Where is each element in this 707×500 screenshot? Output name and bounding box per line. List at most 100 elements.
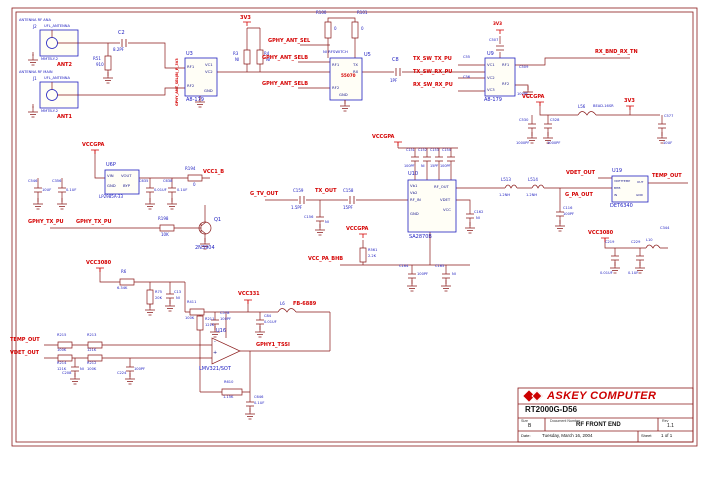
component-ref: C159 — [293, 188, 304, 193]
pin-label: RF1 — [332, 62, 340, 67]
component-value: 1.2NH — [526, 193, 538, 197]
net-label: TX_SW_TX_PU — [413, 56, 452, 62]
component-value: 6.34K — [117, 286, 128, 290]
component-ref: C8 — [392, 57, 399, 63]
net-label: GPHY_ANT_SELB — [262, 81, 309, 87]
component-ref: R75 — [155, 290, 163, 294]
component-ref: R6 — [121, 269, 127, 274]
pa-u10-box — [407, 179, 457, 233]
component-value: 121K — [87, 348, 97, 352]
pin-label: RF_OUT — [434, 184, 449, 189]
component-ref: ANTENNA RF ANA — [19, 18, 51, 22]
component-value: 0 — [193, 182, 196, 187]
component-ref: C646 — [254, 395, 264, 399]
net-label: VDET_OUT — [10, 350, 40, 356]
net-label: VCC3080 — [86, 260, 112, 266]
component-ref: C158 — [343, 188, 354, 193]
component-ref: U5 — [364, 52, 371, 58]
component-ref: Q1 — [214, 217, 222, 223]
component-ref: R101 — [357, 10, 368, 15]
pin-label: VOUT — [121, 173, 132, 178]
component-value: 20K — [155, 296, 162, 300]
component-value: 1000PF — [516, 141, 530, 145]
title-block-frame — [517, 387, 694, 443]
net-label: VCC331 — [238, 291, 260, 297]
component-ref: UFL_ANTENNA — [44, 76, 70, 80]
net-label: ANT1 — [57, 114, 72, 120]
component-ref: C530 — [519, 118, 529, 122]
component-ref: L513 — [501, 177, 511, 182]
component-ref: L514 — [528, 177, 538, 182]
component-value: 100K — [57, 348, 67, 352]
pin-label: GND — [204, 88, 213, 93]
component-ref: R198 — [158, 216, 169, 221]
component-ref: C13 — [174, 290, 182, 294]
component-ref: U10 — [408, 171, 419, 177]
component-ref: C507 — [489, 38, 499, 42]
net-label: GPHY1_TSSI — [256, 342, 290, 348]
component-value: 100PF — [134, 367, 146, 371]
net-label: GPHY_TX_PU — [76, 219, 112, 225]
component-value: A8-179 — [484, 97, 502, 103]
pin-label: RF2 — [502, 81, 510, 86]
net-label: G_TV_OUT — [250, 191, 279, 197]
component-ref: R411 — [187, 300, 197, 304]
component-ref: U3 — [186, 51, 193, 57]
component-value: DET6340 — [610, 203, 633, 209]
component-ref: C635 — [139, 179, 149, 183]
component-value: 121K — [57, 367, 67, 371]
component-value: NI — [421, 164, 425, 168]
component-ref: C165 — [435, 264, 445, 268]
pin-label: RF2 — [187, 83, 195, 88]
component-value: 2N3904 — [195, 245, 215, 251]
component-value: 910 — [96, 62, 104, 67]
component-ref: C224 — [117, 371, 127, 375]
component-ref: R194 — [185, 166, 196, 171]
net-label: 3V3 — [624, 98, 635, 104]
component-value: 8.2PF — [113, 47, 125, 52]
rf-switch-u5-box — [329, 57, 363, 101]
pin-label: BYP — [123, 183, 131, 188]
component-ref: C156 — [304, 215, 314, 219]
pin-label: + — [213, 350, 218, 356]
component-value: 100PF — [440, 164, 451, 168]
component-value: SA2870B — [409, 234, 432, 240]
component-ref: C638 — [163, 179, 173, 183]
component-ref: R561 — [368, 248, 378, 252]
pin-label: RF2 — [332, 85, 340, 90]
component-value: 0 — [361, 26, 364, 31]
pin-label: RX — [353, 69, 359, 74]
component-value: 1.5PF — [291, 205, 303, 210]
pin-label: VDETTEMP — [614, 179, 631, 183]
component-value: 10K — [161, 232, 169, 237]
net-label: 3V3 — [240, 15, 251, 21]
component-value: NI — [235, 57, 240, 62]
component-ref: R4 — [264, 51, 270, 56]
ic-boxes — [39, 29, 649, 233]
pin-label: TX — [353, 62, 358, 67]
ground-symbols — [28, 54, 667, 420]
inductor-symbols — [277, 111, 661, 313]
component-ref: L6 — [280, 301, 285, 306]
component-value: 2.2K — [368, 254, 377, 258]
pin-label: GND — [636, 193, 643, 197]
component-ref: R213 — [87, 333, 97, 337]
component-value: 100PF — [417, 272, 429, 276]
component-ref: C219 — [605, 240, 615, 244]
component-ref: C164 — [399, 264, 409, 268]
pin-label: VIN — [107, 173, 114, 178]
net-label: G_PA_OUT — [565, 192, 593, 198]
component-ref: R3 — [233, 51, 239, 56]
component-value: 0.1UF — [254, 401, 265, 405]
component-ref: C356 — [52, 179, 62, 183]
pin-label: RF1 — [187, 64, 195, 69]
component-ref: ANTENNA RF MAIN — [19, 70, 53, 74]
power-flag-symbols — [91, 21, 634, 304]
net-label: VCCGPA — [372, 134, 395, 140]
pin-label: VCC — [443, 207, 451, 212]
component-value: 1.15K — [223, 395, 234, 399]
component-ref: L56 — [578, 104, 586, 109]
component-value: MMTB-Y-2 — [41, 57, 59, 61]
